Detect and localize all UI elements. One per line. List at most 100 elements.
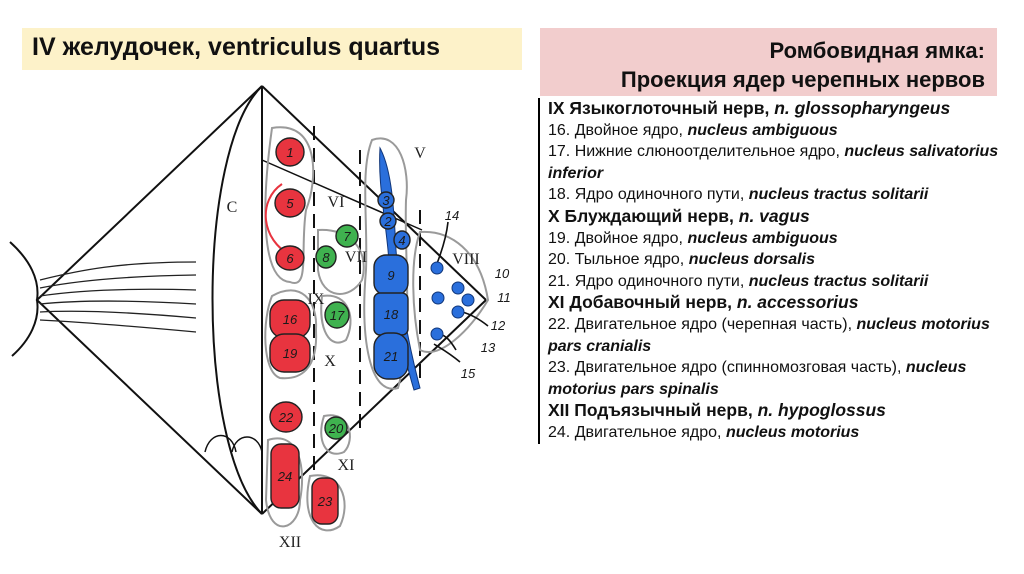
nucleus-shape <box>274 188 306 218</box>
bottom-arc-left <box>204 434 237 453</box>
nucleus-entry: 21. Ядро одиночного пути, nucleus tractu… <box>548 271 1024 293</box>
header-line-2: Проекция ядер черепных нервов <box>620 67 985 92</box>
arc-curve <box>211 85 263 515</box>
entry-latin: nucleus ambiguous <box>687 229 838 247</box>
nucleus-shape <box>269 401 303 433</box>
nucleus-label: 16 <box>283 312 298 327</box>
header-line-1: Ромбовидная ямка: <box>769 38 985 63</box>
cranial-nerve-label: V <box>414 145 426 162</box>
nucleus-entry: 24. Двигательное ядро, nucleus motorius <box>548 422 1024 444</box>
side-nucleus-number: 12 <box>491 318 506 333</box>
nucleus-label: 6 <box>286 251 294 266</box>
page-title-text: IV желудочек, ventriculus quartus <box>32 33 441 61</box>
entry-text: X Блуждающий нерв, <box>548 205 739 226</box>
nucleus-entry: 20. Тыльное ядро, nucleus dorsalis <box>548 249 1024 271</box>
nucleus-label: 17 <box>330 308 345 323</box>
nucleus-21: 21 <box>373 332 409 380</box>
slide-header: Ромбовидная ямка: Проекция ядер черепных… <box>540 28 997 96</box>
nucleus-label: 18 <box>384 307 399 322</box>
nucleus-shape <box>275 137 305 167</box>
side-nucleus-number: 13 <box>481 340 496 355</box>
cranial-nerve-label: XII <box>279 534 301 551</box>
nucleus-label: 2 <box>383 214 392 229</box>
entry-text: 21. Ядро одиночного пути, <box>548 272 749 290</box>
nucleus-label: 23 <box>317 494 333 509</box>
nucleus-19: 19 <box>269 333 311 373</box>
nucleus-label: 5 <box>286 196 294 211</box>
small-sensory-nucleus <box>451 305 465 319</box>
nucleus-shape <box>311 477 339 525</box>
small-sensory-nucleus <box>430 261 444 275</box>
striae <box>39 261 197 333</box>
entry-latin: nucleus motorius <box>725 423 860 441</box>
nucleus-shape <box>324 301 350 329</box>
small-sensory-nucleus <box>431 291 445 305</box>
entry-latin: nucleus motorius pars cranialis <box>548 315 990 355</box>
nucleus-1: 1 <box>275 137 305 167</box>
nucleus-7: 7 <box>335 224 359 248</box>
page-title: IV желудочек, ventriculus quartus <box>22 28 522 70</box>
nucleus-shape <box>335 224 359 248</box>
nucleus-label: 8 <box>322 250 330 265</box>
nucleus-shape <box>379 212 397 230</box>
nucleus-label: 7 <box>343 229 351 244</box>
nucleus-entry: 17. Нижние слюноотделительное ядро, nucl… <box>548 141 1024 184</box>
side-nucleus-number: 15 <box>461 366 476 381</box>
nucleus-shape <box>393 230 411 250</box>
cranial-nerve-label: VIII <box>452 251 480 268</box>
nucleus-shape <box>270 443 300 509</box>
nucleus-entry: 19. Двойное ядро, nucleus ambiguous <box>548 228 1024 250</box>
nucleus-shape <box>373 332 409 380</box>
right-triangle-upper <box>261 85 487 301</box>
entry-latin: n. glossopharyngeus <box>774 98 951 118</box>
nucleus-16: 16 <box>269 299 311 339</box>
nucleus-entry: 16. Двойное ядро, nucleus ambiguous <box>548 120 1024 142</box>
entry-latin: n. vagus <box>738 205 810 226</box>
nucleus-shape <box>324 416 348 440</box>
nucleus-4: 4 <box>393 230 411 250</box>
nucleus-9: 9 <box>373 254 409 296</box>
nucleus-24: 24 <box>270 443 300 509</box>
side-nucleus-number: 11 <box>497 290 511 305</box>
c-label: C <box>227 199 238 216</box>
cranial-nerve-label: VI <box>328 194 345 211</box>
entry-latin: nucleus ambiguous <box>687 121 838 139</box>
entry-latin: nucleus tractus solitarii <box>748 272 929 290</box>
cranial-nerve-label: XI <box>338 457 355 474</box>
entry-text: 22. Двигательное ядро (черепная часть), <box>548 315 857 333</box>
nerve-heading: XII Подъязычный нерв, n. hypoglossus <box>548 400 1024 422</box>
entry-latin: n. accessorius <box>736 292 859 313</box>
entry-text: 18. Ядро одиночного пути, <box>548 186 749 204</box>
nucleus-label: 19 <box>283 346 297 361</box>
nucleus-18: 18 <box>373 292 409 336</box>
nucleus-entry: 23. Двигательное ядро (спинномозговая ча… <box>548 357 1024 400</box>
nucleus-entry: 22. Двигательное ядро (черепная часть), … <box>548 314 1024 357</box>
small-sensory-nucleus <box>451 281 465 295</box>
nucleus-label: 9 <box>387 268 394 283</box>
side-nucleus-number: 14 <box>445 208 459 223</box>
entry-text: 17. Нижние слюноотделительное ядро, <box>548 143 845 161</box>
nucleus-label: 1 <box>286 145 293 160</box>
nucleus-shape <box>377 191 395 209</box>
nucleus-22: 22 <box>269 401 303 433</box>
nucleus-5: 5 <box>274 188 306 218</box>
cranial-nerve-label: X <box>324 353 336 370</box>
nerve-heading: XI Добавочный нерв, n. accessorius <box>548 292 1024 314</box>
nucleus-shape <box>269 333 311 373</box>
small-sensory-nucleus <box>461 293 475 307</box>
nucleus-6: 6 <box>275 245 305 271</box>
left-bulge <box>9 241 39 357</box>
left-triangle <box>35 85 263 515</box>
nucleus-label: 3 <box>382 193 390 208</box>
nucleus-entry: 18. Ядро одиночного пути, nucleus tractu… <box>548 184 1024 206</box>
dashed-divisions <box>313 126 421 470</box>
nucleus-label: 4 <box>398 233 405 248</box>
small-sensory-nucleus <box>430 327 444 341</box>
entry-text: 19. Двойное ядро, <box>548 229 688 247</box>
nucleus-label: 24 <box>277 469 292 484</box>
nucleus-2: 2 <box>379 212 397 230</box>
nucleus-label: 22 <box>278 410 294 425</box>
